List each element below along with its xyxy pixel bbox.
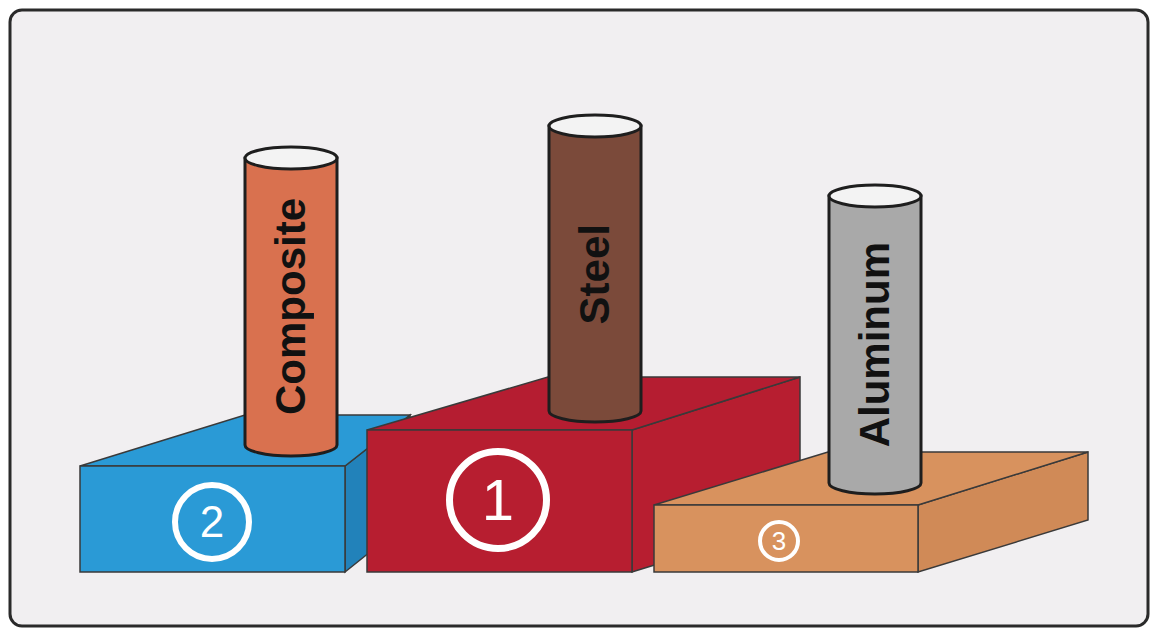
material-cylinder: Aluminum: [826, 184, 924, 496]
block-top: [654, 452, 1088, 505]
rank-number: 3: [772, 528, 786, 554]
cylinder-body: [829, 196, 921, 494]
frame-border: [10, 10, 1148, 626]
rank-ring: 1: [446, 448, 550, 552]
block-front: [654, 505, 918, 572]
material-label-box: Steel: [549, 137, 641, 411]
rank-number: 2: [200, 500, 224, 544]
rank-number: 1: [482, 471, 514, 529]
rank-ring: 2: [172, 482, 252, 562]
block-top: [80, 415, 410, 466]
material-label-box: Composite: [245, 169, 337, 445]
material-cylinder: Steel: [546, 114, 644, 424]
material-label-box: Aluminum: [829, 207, 921, 483]
material-label: Composite: [267, 198, 315, 415]
rank-ring: 3: [758, 520, 800, 562]
material-label: Aluminum: [851, 242, 899, 447]
block-top: [367, 377, 800, 430]
cylinder-top: [829, 185, 921, 207]
cylinder-top: [549, 115, 641, 137]
cylinder-top: [245, 147, 337, 169]
block-front: [80, 466, 345, 572]
cylinder-body: [549, 126, 641, 422]
material-cylinder: Composite: [242, 146, 340, 458]
cylinder-body: [245, 158, 337, 456]
material-label: Steel: [571, 224, 619, 324]
block-front: [367, 430, 632, 572]
